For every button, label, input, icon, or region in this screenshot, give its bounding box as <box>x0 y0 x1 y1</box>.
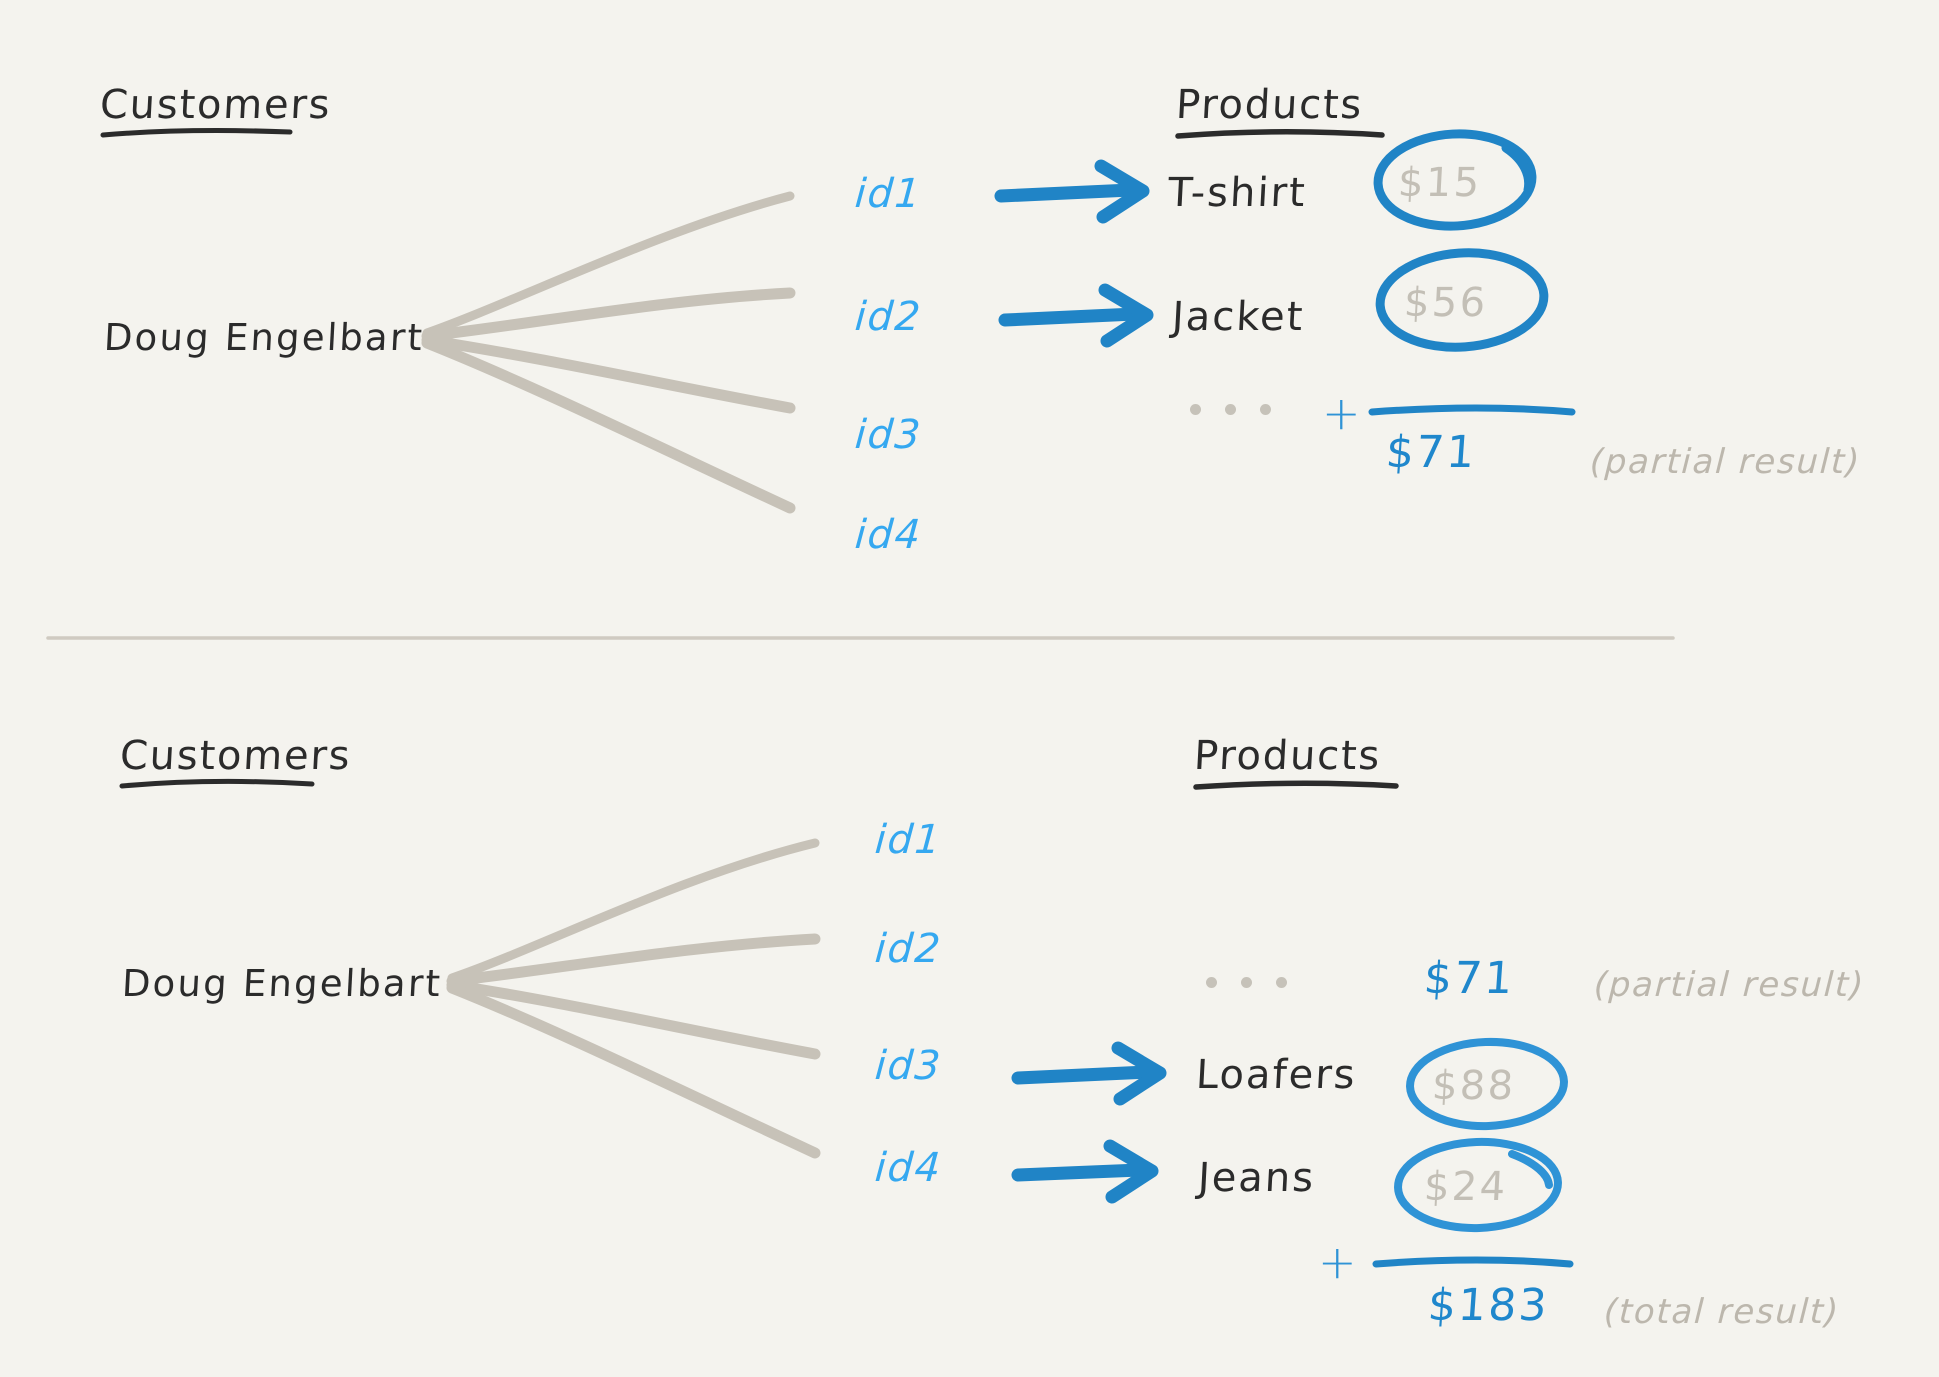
id-label-id2-bottom[interactable]: id2 <box>873 926 944 972</box>
sum-note-bottom: (total result) <box>1602 1292 1841 1332</box>
product-name-loafers: Loafers <box>1194 1052 1358 1098</box>
fan-line-3 <box>421 334 796 414</box>
carry-value-bottom: $71 <box>1422 953 1517 1004</box>
sum-value-top: $71 <box>1384 427 1479 478</box>
carry-note-bottom: (partial result) <box>1592 965 1866 1005</box>
sum-value-bottom: $183 <box>1426 1280 1551 1331</box>
id-label-id2-top[interactable]: id2 <box>853 294 924 340</box>
fan-line-1 <box>422 191 795 338</box>
id-label-id4-bottom[interactable]: id4 <box>873 1145 944 1191</box>
sum-note-top: (partial result) <box>1588 442 1862 482</box>
customers-header-bottom: Customers <box>118 733 353 779</box>
price-tshirt: $15 <box>1396 160 1483 206</box>
fan-line-4 <box>421 337 796 514</box>
id-label-id1-bottom[interactable]: id1 <box>873 817 944 863</box>
product-name-jacket: Jacket <box>1170 294 1306 340</box>
customer-name-bottom: Doug Engelbart <box>120 962 444 1005</box>
price-jacket: $56 <box>1402 280 1489 326</box>
customer-name-top: Doug Engelbart <box>102 316 426 359</box>
fan-lines-bottom <box>446 838 821 1159</box>
product-name-jeans: Jeans <box>1196 1155 1317 1201</box>
products-underline-bottom <box>1193 780 1399 790</box>
price-loafers: $88 <box>1430 1063 1517 1109</box>
customers-underline-bottom <box>119 778 315 789</box>
arrow-id4-to-jeans <box>1011 1139 1159 1204</box>
price-circle-tshirt-overshoot <box>1501 143 1534 195</box>
sum-rule-bottom <box>1372 1256 1574 1268</box>
fan-line-4 <box>446 982 821 1159</box>
arrow-id2-to-jacket <box>998 283 1154 348</box>
customers-underline-top <box>100 128 293 138</box>
product-name-tshirt: T-shirt <box>1166 170 1308 216</box>
products-header-bottom: Products <box>1192 733 1383 779</box>
id-label-id3-bottom[interactable]: id3 <box>873 1043 944 1089</box>
fan-line-3 <box>446 979 821 1060</box>
fan-line-2 <box>446 933 821 987</box>
arrow-id3-to-loafers <box>1011 1041 1167 1106</box>
price-circle-jeans-overshoot <box>1508 1150 1553 1189</box>
ellipsis-top <box>1190 404 1271 415</box>
fan-line-2 <box>421 287 796 342</box>
fan-lines-top <box>421 191 796 514</box>
price-jeans: $24 <box>1422 1164 1509 1210</box>
fan-line-1 <box>447 838 820 983</box>
ellipsis-bottom <box>1206 977 1287 988</box>
customers-header-top: Customers <box>98 82 333 128</box>
id-label-id4-top[interactable]: id4 <box>853 512 924 558</box>
plus-sign-bottom: + <box>1318 1235 1358 1289</box>
plus-sign-top: + <box>1322 386 1362 440</box>
sum-rule-top <box>1368 404 1576 416</box>
id-label-id1-top[interactable]: id1 <box>853 171 924 217</box>
products-underline-top <box>1175 128 1385 139</box>
products-header-top: Products <box>1174 82 1365 128</box>
id-label-id3-top[interactable]: id3 <box>853 412 924 458</box>
arrow-id1-to-tshirt <box>994 159 1150 224</box>
